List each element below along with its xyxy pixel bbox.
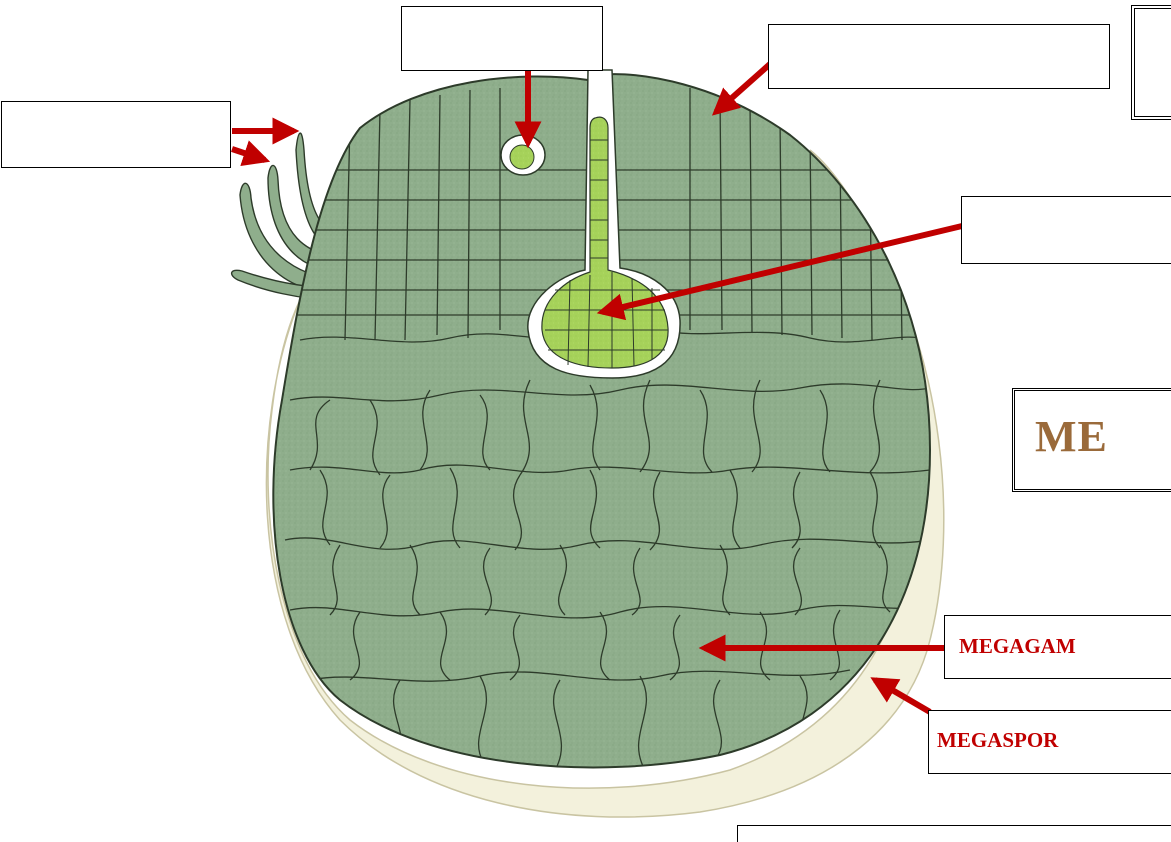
megagametophyte-label-box: MEGAGAM bbox=[944, 615, 1171, 679]
blank-label-top-right[interactable] bbox=[768, 24, 1110, 89]
megaspore-label: MEGASPOR bbox=[937, 728, 1058, 753]
blank-label-left[interactable] bbox=[1, 101, 231, 168]
title-frame-top-right bbox=[1131, 5, 1171, 120]
blank-label-right[interactable] bbox=[961, 196, 1171, 264]
arrow-top-right bbox=[716, 64, 770, 112]
blank-label-top-center[interactable] bbox=[401, 6, 603, 71]
blank-label-bottom[interactable] bbox=[737, 825, 1171, 842]
title-frame: ME bbox=[1012, 388, 1171, 492]
megaspore-label-box: MEGASPOR bbox=[928, 710, 1171, 774]
title-text: ME bbox=[1035, 411, 1108, 462]
megagametophyte-label: MEGAGAM bbox=[959, 634, 1076, 659]
arrow-left-lower bbox=[232, 149, 265, 160]
